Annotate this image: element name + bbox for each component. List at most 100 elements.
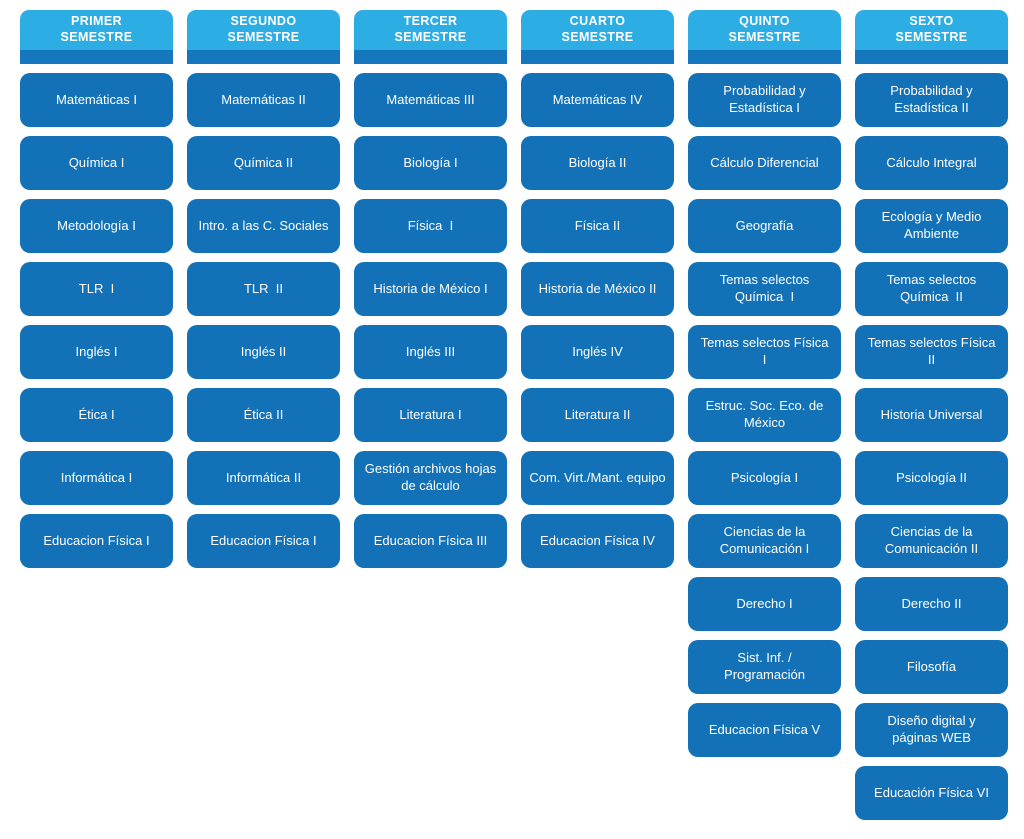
course-card[interactable]: Educacion Física I bbox=[187, 514, 340, 568]
course-card[interactable]: Física I bbox=[354, 199, 507, 253]
course-label: Psicología I bbox=[730, 469, 799, 485]
course-card[interactable]: Inglés I bbox=[20, 325, 173, 379]
course-card[interactable]: Probabilidad y Estadística II bbox=[855, 73, 1008, 127]
course-card[interactable]: Cálculo Diferencial bbox=[688, 136, 841, 190]
course-card[interactable]: Literatura I bbox=[354, 388, 507, 442]
course-card[interactable]: Historia de México II bbox=[521, 262, 674, 316]
course-card[interactable]: Psicología I bbox=[688, 451, 841, 505]
course-card[interactable]: Matemáticas IV bbox=[521, 73, 674, 127]
semester-title: PRIMER SEMESTRE bbox=[60, 14, 133, 44]
course-card[interactable]: Biología I bbox=[354, 136, 507, 190]
course-card[interactable]: Temas selectos Física I bbox=[688, 325, 841, 379]
course-card[interactable]: Educacion Física I bbox=[20, 514, 173, 568]
course-card[interactable]: Biología II bbox=[521, 136, 674, 190]
course-card[interactable]: Educación Física VI bbox=[855, 766, 1008, 820]
course-card[interactable]: Historia Universal bbox=[855, 388, 1008, 442]
semester-title: QUINTO SEMESTRE bbox=[728, 14, 801, 44]
course-label: Inglés III bbox=[405, 343, 456, 359]
semester-header-strip bbox=[20, 50, 173, 64]
course-label: Biología II bbox=[568, 154, 627, 170]
course-label: Inglés II bbox=[240, 343, 287, 359]
course-label: Física I bbox=[407, 217, 454, 233]
course-label: Informática I bbox=[60, 469, 133, 485]
course-label: Matemáticas IV bbox=[552, 91, 643, 107]
semester-header-strip bbox=[521, 50, 674, 64]
course-label: Matemáticas I bbox=[56, 91, 137, 107]
course-label: Estruc. Soc. Eco. de México bbox=[705, 398, 828, 430]
semester-header-band: TERCER SEMESTRE bbox=[354, 10, 507, 50]
course-label: Historia de México II bbox=[538, 280, 657, 296]
course-card[interactable]: Sist. Inf. / Programación bbox=[688, 640, 841, 694]
course-card[interactable]: Educacion Física IV bbox=[521, 514, 674, 568]
semester-header: TERCER SEMESTRE bbox=[354, 10, 507, 64]
course-label: Ecología y Medio Ambiente bbox=[881, 209, 985, 241]
course-card[interactable]: Educacion Física V bbox=[688, 703, 841, 757]
course-card[interactable]: Psicología II bbox=[855, 451, 1008, 505]
semester-header: SEGUNDO SEMESTRE bbox=[187, 10, 340, 64]
course-card[interactable]: Derecho II bbox=[855, 577, 1008, 631]
course-card[interactable]: Inglés II bbox=[187, 325, 340, 379]
semester-column-2: SEGUNDO SEMESTRE Matemáticas II Química II… bbox=[187, 10, 340, 839]
course-card[interactable]: Temas selectos Física II bbox=[855, 325, 1008, 379]
course-card[interactable]: Matemáticas I bbox=[20, 73, 173, 127]
course-card[interactable]: Química I bbox=[20, 136, 173, 190]
course-label: Cálculo Integral bbox=[886, 154, 977, 170]
course-card[interactable]: Educacion Física III bbox=[354, 514, 507, 568]
course-label: Informática II bbox=[225, 469, 302, 485]
semester-header: CUARTO SEMESTRE bbox=[521, 10, 674, 64]
course-card[interactable]: Temas selectos Química I bbox=[688, 262, 841, 316]
semester-title: SEGUNDO SEMESTRE bbox=[227, 14, 300, 44]
course-card[interactable]: Informática I bbox=[20, 451, 173, 505]
course-label: Química II bbox=[233, 154, 294, 170]
course-label: Metodología I bbox=[57, 217, 136, 233]
course-card[interactable]: Física II bbox=[521, 199, 674, 253]
course-card[interactable]: Química II bbox=[187, 136, 340, 190]
course-card[interactable]: TLR I bbox=[20, 262, 173, 316]
course-card[interactable]: Inglés III bbox=[354, 325, 507, 379]
course-label: Ciencias de la Comunicación II bbox=[884, 524, 979, 556]
course-label: Física II bbox=[574, 217, 621, 233]
course-card[interactable]: Matemáticas II bbox=[187, 73, 340, 127]
course-card[interactable]: Ciencias de la Comunicación II bbox=[855, 514, 1008, 568]
semester-column-3: TERCER SEMESTRE Matemáticas III Biología I… bbox=[354, 10, 507, 839]
course-label: Educacion Física III bbox=[373, 532, 488, 548]
course-label: Temas selectos Física I bbox=[700, 335, 836, 367]
course-card[interactable]: Geografía bbox=[688, 199, 841, 253]
course-card[interactable]: Inglés IV bbox=[521, 325, 674, 379]
course-card[interactable]: Metodología I bbox=[20, 199, 173, 253]
course-card[interactable]: Matemáticas III bbox=[354, 73, 507, 127]
semester-title: CUARTO SEMESTRE bbox=[561, 14, 634, 44]
course-label: Literatura II bbox=[564, 406, 631, 422]
semester-title: SEXTO SEMESTRE bbox=[895, 14, 968, 44]
course-label: Inglés I bbox=[75, 343, 118, 359]
course-label: Matemáticas II bbox=[221, 91, 306, 107]
course-card[interactable]: Ciencias de la Comunicación I bbox=[688, 514, 841, 568]
course-card[interactable]: Intro. a las C. Sociales bbox=[187, 199, 340, 253]
course-label: Com. Virt./Mant. equipo bbox=[529, 469, 666, 485]
course-card[interactable]: Ética I bbox=[20, 388, 173, 442]
course-label: Educación Física VI bbox=[874, 784, 989, 800]
course-card[interactable]: Historia de México I bbox=[354, 262, 507, 316]
course-card[interactable]: Diseño digital y páginas WEB bbox=[855, 703, 1008, 757]
course-label: Ética I bbox=[78, 406, 115, 422]
course-card[interactable]: Literatura II bbox=[521, 388, 674, 442]
semester-header: SEXTO SEMESTRE bbox=[855, 10, 1008, 64]
course-card[interactable]: Filosofía bbox=[855, 640, 1008, 694]
course-card[interactable]: Temas selectos Química II bbox=[855, 262, 1008, 316]
course-card[interactable]: Com. Virt./Mant. equipo bbox=[521, 451, 674, 505]
course-label: Filosofía bbox=[906, 658, 957, 674]
course-card[interactable]: Estruc. Soc. Eco. de México bbox=[688, 388, 841, 442]
semester-header-band: CUARTO SEMESTRE bbox=[521, 10, 674, 50]
course-card[interactable]: Ecología y Medio Ambiente bbox=[855, 199, 1008, 253]
course-card[interactable]: Informática II bbox=[187, 451, 340, 505]
course-card[interactable]: Probabilidad y Estadística I bbox=[688, 73, 841, 127]
course-card[interactable]: Cálculo Integral bbox=[855, 136, 1008, 190]
course-card[interactable]: Ética II bbox=[187, 388, 340, 442]
course-label: Inglés IV bbox=[572, 343, 623, 359]
course-label: Educacion Física IV bbox=[540, 532, 655, 548]
course-label: Diseño digital y páginas WEB bbox=[887, 713, 980, 745]
course-card[interactable]: TLR II bbox=[187, 262, 340, 316]
course-card[interactable]: Derecho I bbox=[688, 577, 841, 631]
course-card[interactable]: Gestión archivos hojas de cálculo bbox=[354, 451, 507, 505]
